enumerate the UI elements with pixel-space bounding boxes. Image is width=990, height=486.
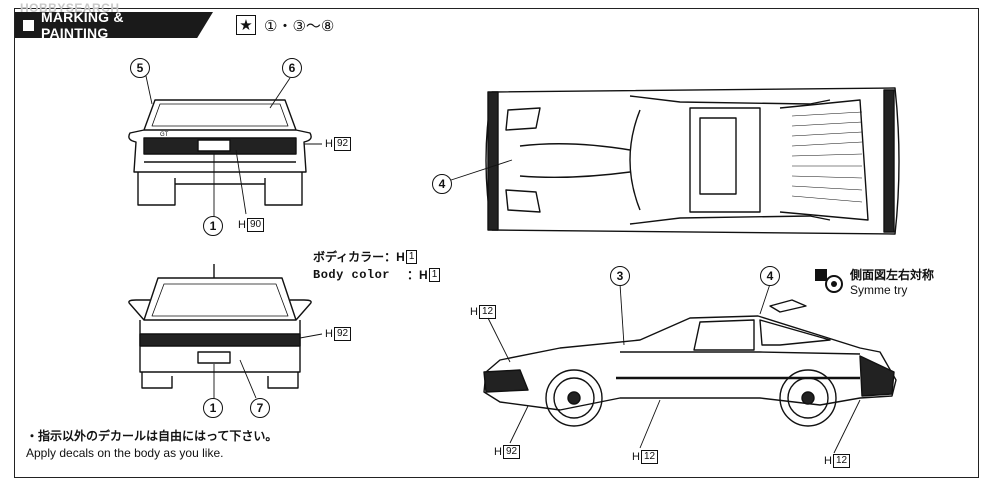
body-color-block: ボディカラー： H 1 Body color ： H 1 xyxy=(313,248,441,284)
applicable-marks: ①・③〜⑧ xyxy=(264,18,335,35)
side-view-drawing xyxy=(483,299,897,427)
callout-4-top: 4 xyxy=(432,174,452,194)
section-header: MARKING & PAINTING xyxy=(15,12,213,38)
symmetry-en: Symme try xyxy=(850,283,908,297)
decal-note-jp: ・指示以外のデカールは自由にはって下さい。 xyxy=(26,429,278,443)
callout-6: 6 xyxy=(282,58,302,78)
decal-note-en: Apply decals on the body as you like. xyxy=(26,446,224,460)
callout-4-side: 4 xyxy=(760,266,780,286)
body-color-en-row: Body color ： H 1 xyxy=(313,266,441,284)
top-view-drawing xyxy=(485,87,900,235)
decal-note: ・指示以外のデカールは自由にはって下さい。 Apply decals on th… xyxy=(26,428,277,462)
body-color-num-en: 1 xyxy=(428,268,441,282)
callout-7: 7 xyxy=(250,398,270,418)
header-bar: MARKING & PAINTING xyxy=(15,12,213,38)
body-color-colon: ： xyxy=(407,268,420,282)
svg-text:GT: GT xyxy=(160,132,169,138)
symmetry-icon xyxy=(815,269,843,293)
callout-1-front: 1 xyxy=(203,216,223,236)
body-color-prefix-en: H xyxy=(419,268,428,282)
square-icon xyxy=(23,19,34,31)
front-view-drawing: GT xyxy=(128,99,312,206)
symmetry-note: 側面図左右対称 Symme try xyxy=(814,268,934,298)
body-color-jp-label: ボディカラー： xyxy=(313,250,397,264)
star-icon: ★ xyxy=(236,15,256,35)
watermark: HOBBYSEARCH xyxy=(20,1,120,15)
callout-5: 5 xyxy=(130,58,150,78)
callout-1-rear: 1 xyxy=(203,398,223,418)
section-title: MARKING & PAINTING xyxy=(40,9,124,41)
body-color-jp-row: ボディカラー： H 1 xyxy=(313,248,440,266)
callout-3-side: 3 xyxy=(610,266,630,286)
page-border xyxy=(14,8,979,478)
body-color-num: 1 xyxy=(405,250,418,264)
rear-view-drawing xyxy=(128,264,312,389)
symmetry-jp: 側面図左右対称 xyxy=(850,268,935,282)
body-color-prefix: H xyxy=(396,250,405,264)
body-color-en-label: Body color xyxy=(313,268,391,282)
